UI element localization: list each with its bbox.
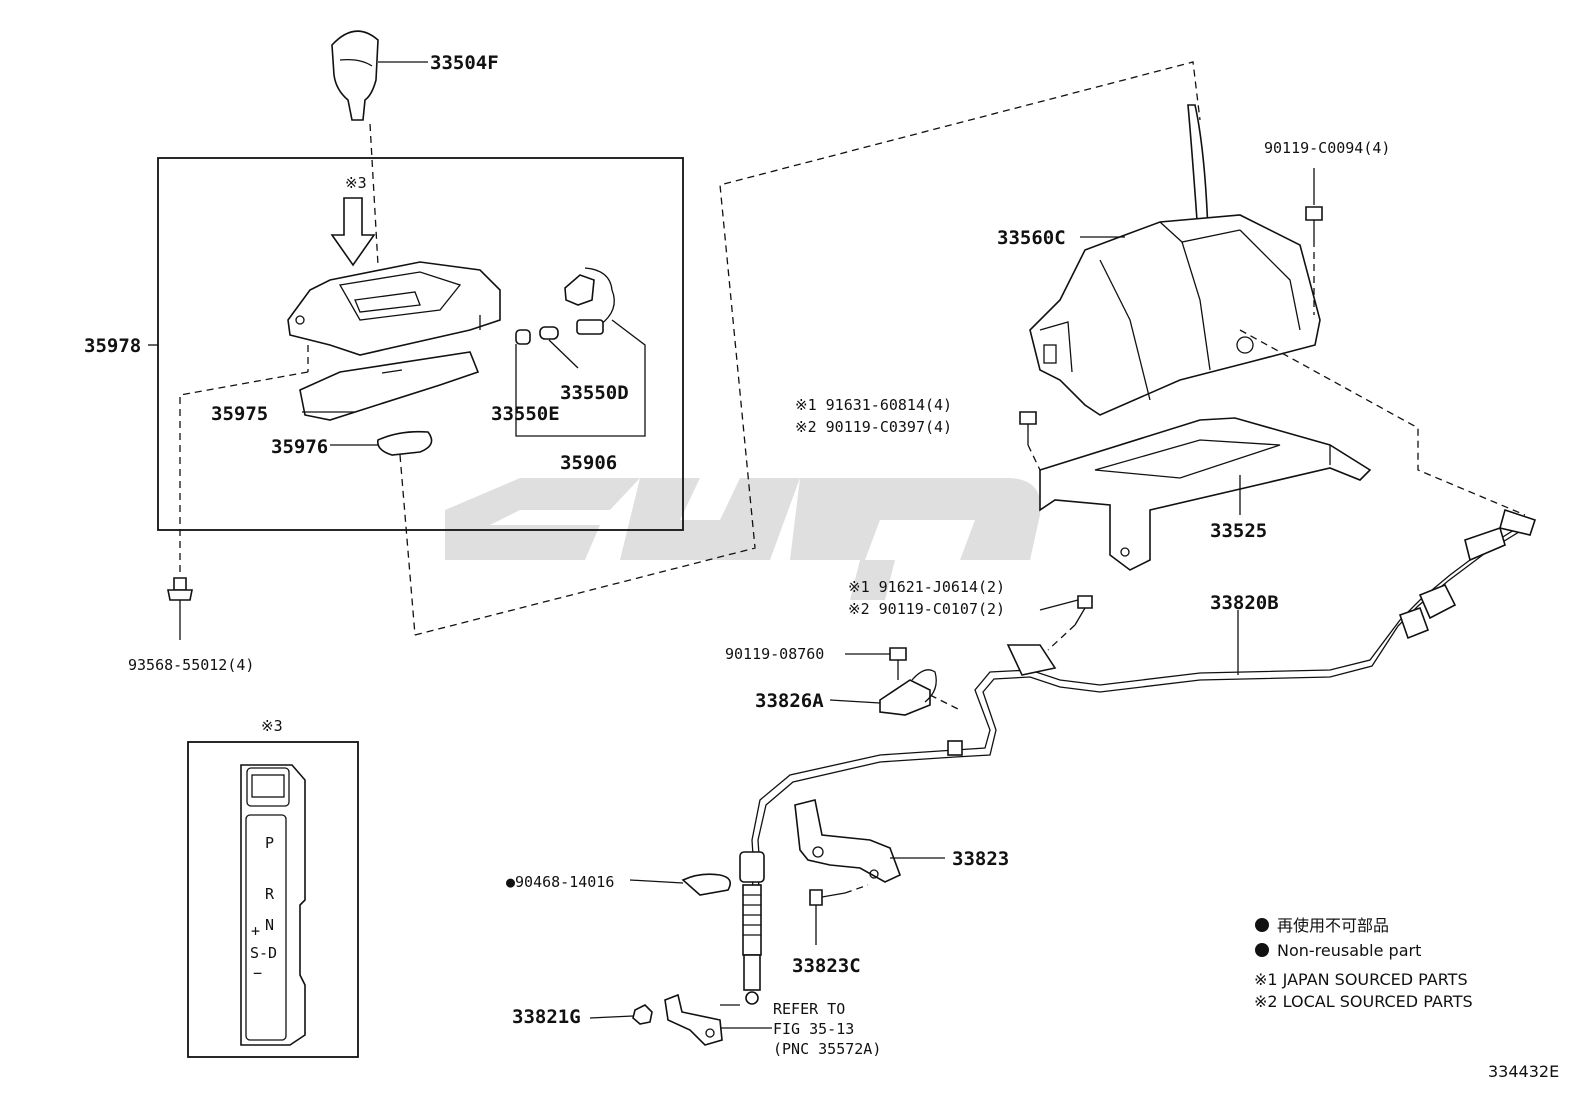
gate-p-label: P [265,834,274,852]
lower-screw [167,577,193,640]
label-refer-1: REFER TO [773,1000,845,1018]
cable-lever-plate [664,993,772,1046]
label-35976: 35976 [271,436,328,458]
cable-clamp [829,669,961,716]
label-note3-top: ※3 [345,174,367,192]
label-90119-c0397: ※2 90119-C0397(4) [795,418,952,436]
legend: 再使用不可部品 Non-reusable part ※1 JAPAN SOURC… [1254,916,1473,1011]
label-90119-c0107: ※2 90119-C0107(2) [848,600,1005,618]
label-refer-3: (PNC 35572A) [773,1040,881,1058]
indicator-plate [376,430,433,456]
label-33820b: 33820B [1210,592,1279,614]
label-33550d: 33550D [560,382,629,404]
legend-local-sourced: ※2 LOCAL SOURCED PARTS [1254,992,1473,1011]
label-33823: 33823 [952,848,1009,870]
label-33826a: 33826A [755,690,824,712]
label-note3-gate: ※3 [261,717,283,735]
lever-retainer [1039,417,1372,571]
control-cable [739,508,1537,1005]
label-90119-c0094: 90119-C0094(4) [1264,139,1390,157]
legend-japan-sourced: ※1 JAPAN SOURCED PARTS [1254,970,1468,989]
bullet-dot-1 [1255,918,1269,932]
indicator-cover [299,351,480,421]
gate-detail-frame [187,741,359,1058]
gate-indicator [240,764,306,1046]
bracket-bolt [809,884,869,945]
shift-knob [331,30,428,121]
label-33525: 33525 [1210,520,1267,542]
cable-bracket [794,799,945,883]
cable-clip [629,873,731,896]
legend-nonreusable-en: Non-reusable part [1277,941,1421,960]
gate-position-labels: P R N + S-D − [250,834,277,982]
indicator-housing [287,261,501,356]
cable-nut [589,1004,653,1025]
view-arrow [330,197,376,267]
label-33823c: 33823C [792,955,861,977]
top-right-bolt [1305,168,1323,315]
retainer-bolt [1019,411,1041,471]
gate-plus-label: + [251,922,260,940]
label-35975: 35975 [211,403,268,425]
gate-r-label: R [265,885,275,903]
label-33504f: 33504F [430,52,499,74]
figure-id: 334432E [1488,1062,1559,1081]
watermark-logo [445,478,1041,600]
part-labels: 33504F 35978 35975 35976 33550E 33550D 3… [84,52,1390,1058]
gate-sd-label: S-D [250,944,277,962]
label-33821g: 33821G [512,1006,581,1028]
shift-lever-assy [1029,104,1321,416]
gate-n-label: N [265,916,274,934]
clamp-bolt [845,647,907,680]
indicator-group-frame [157,157,684,531]
label-35978: 35978 [84,335,141,357]
label-refer-2: FIG 35-13 [773,1020,854,1038]
label-93568: 93568-55012(4) [128,656,254,674]
label-91621: ※1 91621-J0614(2) [848,578,1005,596]
label-91631: ※1 91631-60814(4) [795,396,952,414]
legend-nonreusable-jp: 再使用不可部品 [1277,916,1389,935]
label-90119-08760: 90119-08760 [725,645,824,663]
wire-harness [564,267,615,335]
gate-minus-label: − [253,964,262,982]
label-35906: 35906 [560,452,617,474]
label-33560c: 33560C [997,227,1066,249]
bullet-dot-2 [1255,943,1269,957]
bulb-socket [515,326,559,345]
label-33550e: 33550E [491,403,560,425]
cable-bolt [1039,595,1093,651]
label-90468: ●90468-14016 [506,873,614,891]
